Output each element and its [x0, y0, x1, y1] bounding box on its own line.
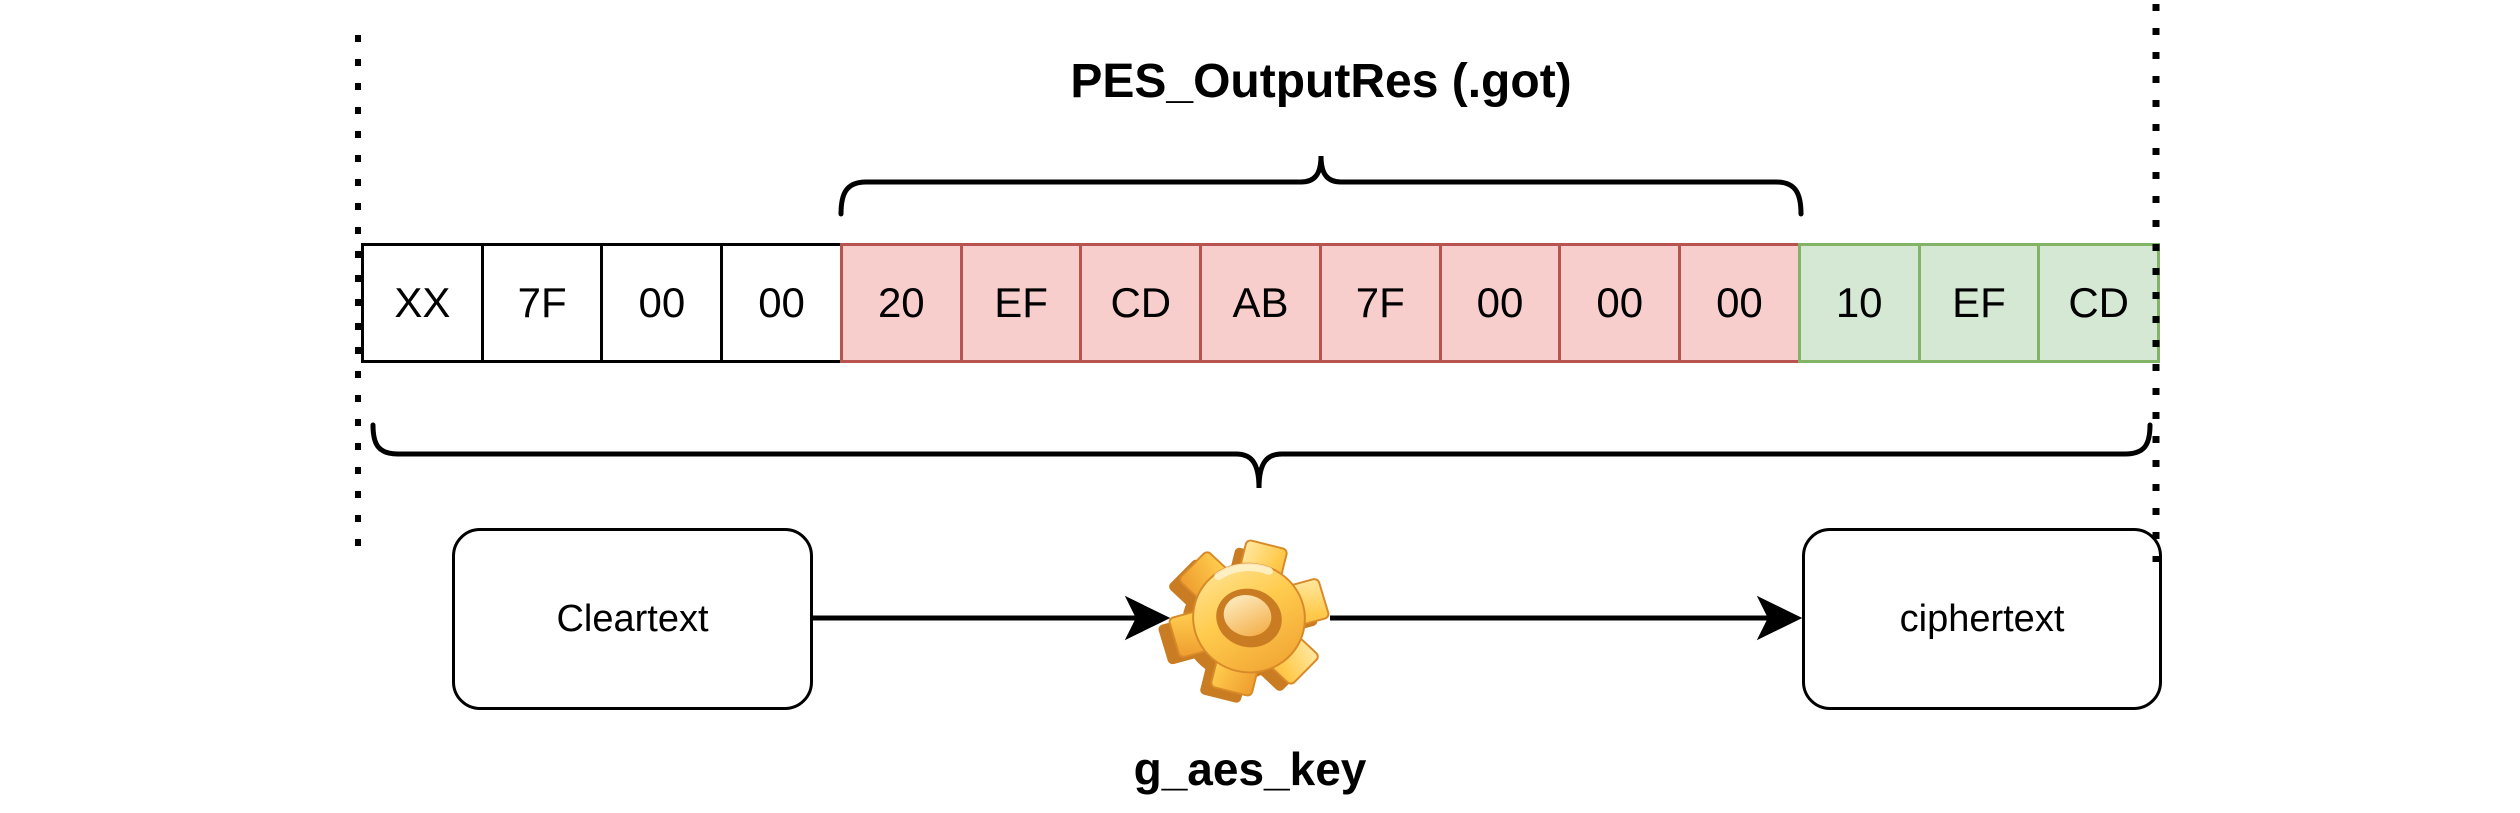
byte-cell: CD: [2037, 243, 2161, 363]
byte-cell: 00: [1558, 243, 1682, 363]
byte-cell: 00: [1678, 243, 1801, 363]
byte-cell: 7F: [480, 243, 604, 363]
byte-cell: 00: [600, 243, 724, 363]
cleartext-label: Cleartext: [556, 597, 709, 640]
byte-cell: 20: [839, 243, 963, 363]
ciphertext-label: ciphertext: [1899, 597, 2065, 640]
gear-icon: [1143, 524, 1345, 718]
arrow-cleartext-to-gear: [813, 595, 1171, 641]
got-section-label: PES_OutputRes (.got): [1070, 55, 1572, 108]
byte-cell: XX: [361, 243, 484, 363]
byte-row: XX 7F 00 00 20 EF CD AB 7F 00 00 00 10 E…: [361, 243, 2161, 363]
byte-cell: AB: [1199, 243, 1322, 363]
row-brace: [370, 422, 2153, 489]
byte-cell: 10: [1797, 243, 1921, 363]
byte-cell: EF: [959, 243, 1083, 363]
arrow-gear-to-ciphertext: [1330, 595, 1803, 641]
byte-cell: EF: [1917, 243, 2041, 363]
aes-key-label: g_aes_key: [1133, 743, 1367, 795]
ciphertext-box: ciphertext: [1802, 528, 2162, 710]
byte-cell: CD: [1079, 243, 1203, 363]
byte-cell: 7F: [1318, 243, 1442, 363]
byte-cell: 00: [720, 243, 843, 363]
got-brace: [838, 155, 1804, 217]
cleartext-box: Cleartext: [452, 528, 813, 710]
byte-cell: 00: [1438, 243, 1562, 363]
